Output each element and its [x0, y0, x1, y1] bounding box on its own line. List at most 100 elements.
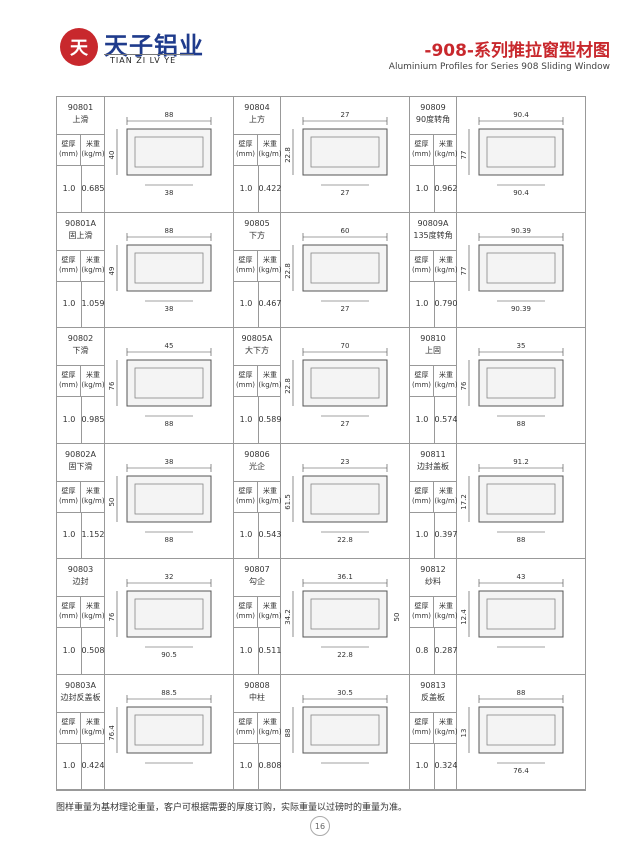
profile-code-name: 90811 边封盖板	[410, 444, 456, 482]
profile-name: 下滑	[72, 346, 89, 355]
dimension-label: 35	[517, 342, 526, 350]
dimension-label: 90.4	[513, 189, 529, 197]
dimension-label: 22.8	[284, 147, 292, 163]
dimension-label: 88.5	[161, 689, 177, 697]
column-headers: 壁厚(mm) 米重(kg/m)	[57, 712, 105, 744]
weight-value: 0.287	[434, 645, 458, 655]
profile-label: 90804 上方 壁厚(mm) 米重(kg/m) 1.0 0.422	[233, 97, 282, 213]
profile-code: 90807	[244, 565, 270, 574]
profile-code-name: 90805A 大下方	[234, 328, 280, 366]
profile-label: 90806 光企 壁厚(mm) 米重(kg/m) 1.0 0.543	[233, 443, 282, 559]
weight-header: 米重(kg/m)	[258, 717, 282, 736]
dimension-label: 77	[460, 151, 468, 160]
profile-code-name: 90809A 135度转角	[410, 213, 456, 251]
weight-value: 0.808	[258, 761, 282, 771]
profile-code: 90810	[420, 334, 446, 343]
wall-thickness-header: 壁厚(mm)	[234, 712, 258, 743]
dimension-label: 90.4	[513, 111, 529, 119]
profile-drawing: 35 76 88	[457, 328, 585, 444]
profile-label: 90801A 固上滑 壁厚(mm) 米重(kg/m) 1.0 1.059	[57, 212, 105, 328]
column-headers: 壁厚(mm) 米重(kg/m)	[234, 712, 282, 744]
profile-label: 90805 下方 壁厚(mm) 米重(kg/m) 1.0 0.467	[233, 212, 282, 328]
column-headers: 壁厚(mm) 米重(kg/m)	[57, 481, 105, 513]
profile-drawing: 43 12.4	[457, 559, 585, 675]
profile-code: 90809	[420, 103, 446, 112]
dimension-label: 88	[165, 227, 174, 235]
dimension-label: 88	[517, 420, 526, 428]
weight-header: 米重(kg/m)	[258, 371, 282, 389]
profile-name: 勾企	[249, 577, 265, 586]
weight-value: 0.962	[434, 183, 458, 193]
dimension-label: 43	[517, 573, 526, 581]
profile-label: 90805A 大下方 壁厚(mm) 米重(kg/m) 1.0 0.589	[233, 328, 282, 444]
dimension-label: 76	[108, 612, 116, 621]
column-headers: 壁厚(mm) 米重(kg/m)	[410, 481, 458, 513]
wall-thickness-header: 壁厚(mm)	[57, 135, 81, 165]
profile-label: 90810 上固 壁厚(mm) 米重(kg/m) 1.0 0.574	[409, 328, 458, 444]
dimension-label: 27	[341, 111, 350, 119]
profile-code: 90805A	[241, 334, 273, 343]
wall-thickness-header: 壁厚(mm)	[410, 250, 434, 281]
wall-thickness-header: 壁厚(mm)	[234, 597, 258, 627]
profile-code: 90801	[67, 103, 94, 112]
column-headers: 壁厚(mm) 米重(kg/m)	[234, 481, 282, 513]
profile-name: 边封	[72, 577, 89, 586]
profile-code-name: 90802A 固下滑	[57, 444, 104, 482]
profile-code: 90802	[67, 334, 94, 343]
brand-name-cn: 天子铝业	[104, 32, 204, 60]
weight-value: 0.422	[258, 183, 282, 193]
wall-thickness-value: 1.0	[234, 511, 259, 558]
dimension-label: 88	[284, 728, 292, 737]
weight-value: 0.324	[434, 761, 458, 771]
dimension-label: 76.4	[513, 767, 529, 775]
wall-thickness-header: 壁厚(mm)	[57, 597, 81, 627]
profile-code-name: 90801 上滑	[57, 97, 104, 135]
weight-value: 0.543	[258, 530, 282, 540]
dimension-label: 90.39	[511, 305, 531, 313]
profile-name: 上滑	[72, 115, 89, 124]
dimension-label: 36.1	[337, 573, 353, 581]
brand-divider	[104, 54, 194, 55]
wall-thickness-value: 1.0	[234, 165, 259, 212]
weight-header: 米重(kg/m)	[434, 371, 458, 389]
wall-thickness-value: 1.0	[410, 280, 435, 327]
column-headers: 壁厚(mm) 米重(kg/m)	[234, 366, 282, 397]
dimension-label: 12.4	[460, 609, 468, 625]
profile-code: 90803	[67, 565, 94, 574]
dimension-label: 32	[165, 573, 174, 581]
page-number: 16	[310, 816, 330, 836]
wall-thickness-value: 1.0	[234, 280, 259, 327]
column-headers: 壁厚(mm) 米重(kg/m)	[57, 135, 105, 166]
profile-code-name: 90806 光企	[234, 444, 280, 482]
weight-header: 米重(kg/m)	[81, 371, 105, 389]
profile-cross-section: 35 76 88	[460, 342, 564, 428]
wall-thickness-header: 壁厚(mm)	[57, 712, 81, 743]
profile-name: 下方	[249, 230, 265, 240]
page-subtitle: Aluminium Profiles for Series 908 Slidin…	[388, 62, 610, 72]
company-logo: 天	[60, 28, 98, 66]
profile-code-name: 90813 反盖板	[410, 675, 456, 713]
weight-header: 米重(kg/m)	[258, 140, 282, 158]
dimension-label: 90.5	[161, 651, 177, 659]
profile-label: 90813 反盖板 壁厚(mm) 米重(kg/m) 1.0 0.324	[409, 674, 458, 790]
dimension-label: 76	[460, 381, 468, 390]
dimension-label: 70	[341, 342, 350, 350]
dimension-label: 88	[517, 689, 526, 697]
footnote: 图样重量为基材理论重量，客户可根据需要的厚度订购，实际重量以过磅时的重量为准。	[56, 803, 408, 813]
profile-code: 90811	[420, 449, 446, 459]
wall-thickness-value: 1.0	[57, 511, 82, 558]
profile-cross-section: 90.4 77 90.4	[460, 111, 564, 197]
dimension-label: 27	[341, 305, 350, 313]
profile-name: 90度转角	[415, 115, 451, 124]
column-headers: 壁厚(mm) 米重(kg/m)	[410, 597, 458, 628]
dimension-label: 38	[165, 305, 174, 313]
